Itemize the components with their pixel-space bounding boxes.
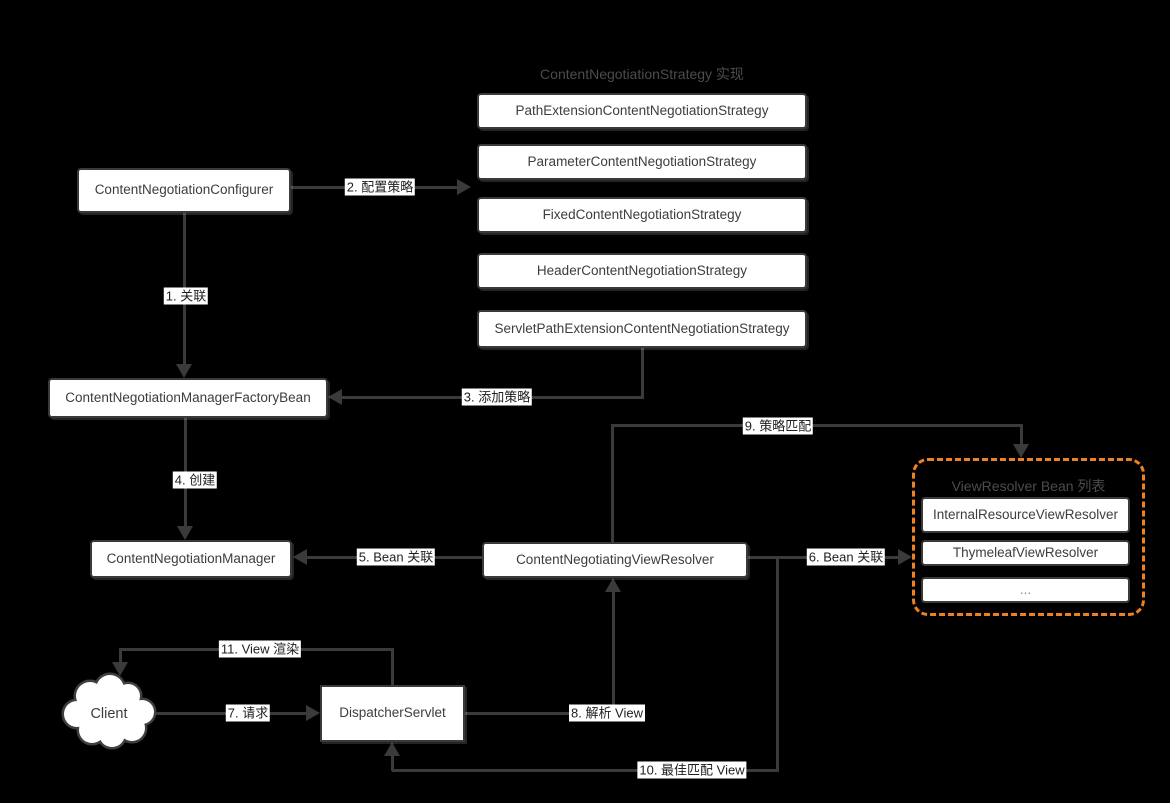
edge8-arrowhead [605,578,621,592]
edge3-arrowhead [328,389,342,405]
edge7-label: 7. 请求 [225,704,271,722]
node-thymeleaf-view-resolver: ThymeleafViewResolver [921,540,1130,566]
edge4-arrowhead [177,526,193,540]
node-fixed-strategy: FixedContentNegotiationStrategy [477,197,807,233]
edge11-arrowhead [112,662,128,676]
client-cloud-icon: Client [61,672,157,750]
edge8-label: 8. 解析 View [568,704,646,722]
node-manager-factory-bean: ContentNegotiationManagerFactoryBean [48,378,328,418]
edge9-label: 9. 策略匹配 [742,417,814,435]
edge9-line-v2 [1020,424,1023,446]
node-dispatcher-servlet: DispatcherServlet [320,685,465,742]
view-resolver-bean-list-group: ViewResolver Bean 列表 InternalResourceVie… [912,458,1145,616]
edge5-label: 5. Bean 关联 [356,548,436,566]
node-content-negotiation-manager: ContentNegotiationManager [90,540,292,578]
client-label: Client [90,706,127,722]
edge3-label: 3. 添加策略 [461,388,533,406]
node-servlet-path-extension-strategy: ServletPathExtensionContentNegotiationSt… [477,310,807,348]
edge4-label: 4. 创建 [172,471,218,489]
node-path-extension-strategy: PathExtensionContentNegotiationStrategy [477,93,807,129]
edge9-arrowhead [1013,444,1029,458]
edge9-line-h [611,424,1023,427]
node-ellipsis-resolver: ... [921,577,1130,603]
edge10-line-v2 [391,753,394,771]
strategy-group-title: ContentNegotiationStrategy 实现 [540,66,744,82]
edge10-label: 10. 最佳匹配 View [637,761,747,779]
edge1-arrowhead [176,364,192,378]
edge2-arrowhead [457,179,471,195]
edge7-arrowhead [306,705,320,721]
edge3-line-v [641,348,644,398]
edge11-line-v2 [119,648,122,663]
edge11-line-v1 [391,650,394,685]
edge9-line-v1 [611,426,614,542]
edge10-line-v1 [776,557,779,772]
resolver-group-title: ViewResolver Bean 列表 [951,478,1106,494]
edge2-label: 2. 配置策略 [344,178,416,196]
edge10-arrowhead [384,742,400,756]
node-header-strategy: HeaderContentNegotiationStrategy [477,253,807,289]
edge8-line-v [612,590,615,715]
edge11-label: 11. View 渲染 [218,640,302,658]
edge6-arrowhead [898,549,912,565]
node-parameter-strategy: ParameterContentNegotiationStrategy [477,144,807,180]
node-content-negotiating-view-resolver: ContentNegotiatingViewResolver [482,542,748,578]
edge8-line-h [465,712,615,715]
edge10-line-h [392,769,779,772]
node-internal-resource-view-resolver: InternalResourceViewResolver [921,497,1130,533]
node-content-negotiation-configurer: ContentNegotiationConfigurer [77,168,291,213]
edge6-label: 6. Bean 关联 [806,548,886,566]
edge5-arrowhead [293,549,307,565]
edge1-label: 1. 关联 [163,287,209,305]
